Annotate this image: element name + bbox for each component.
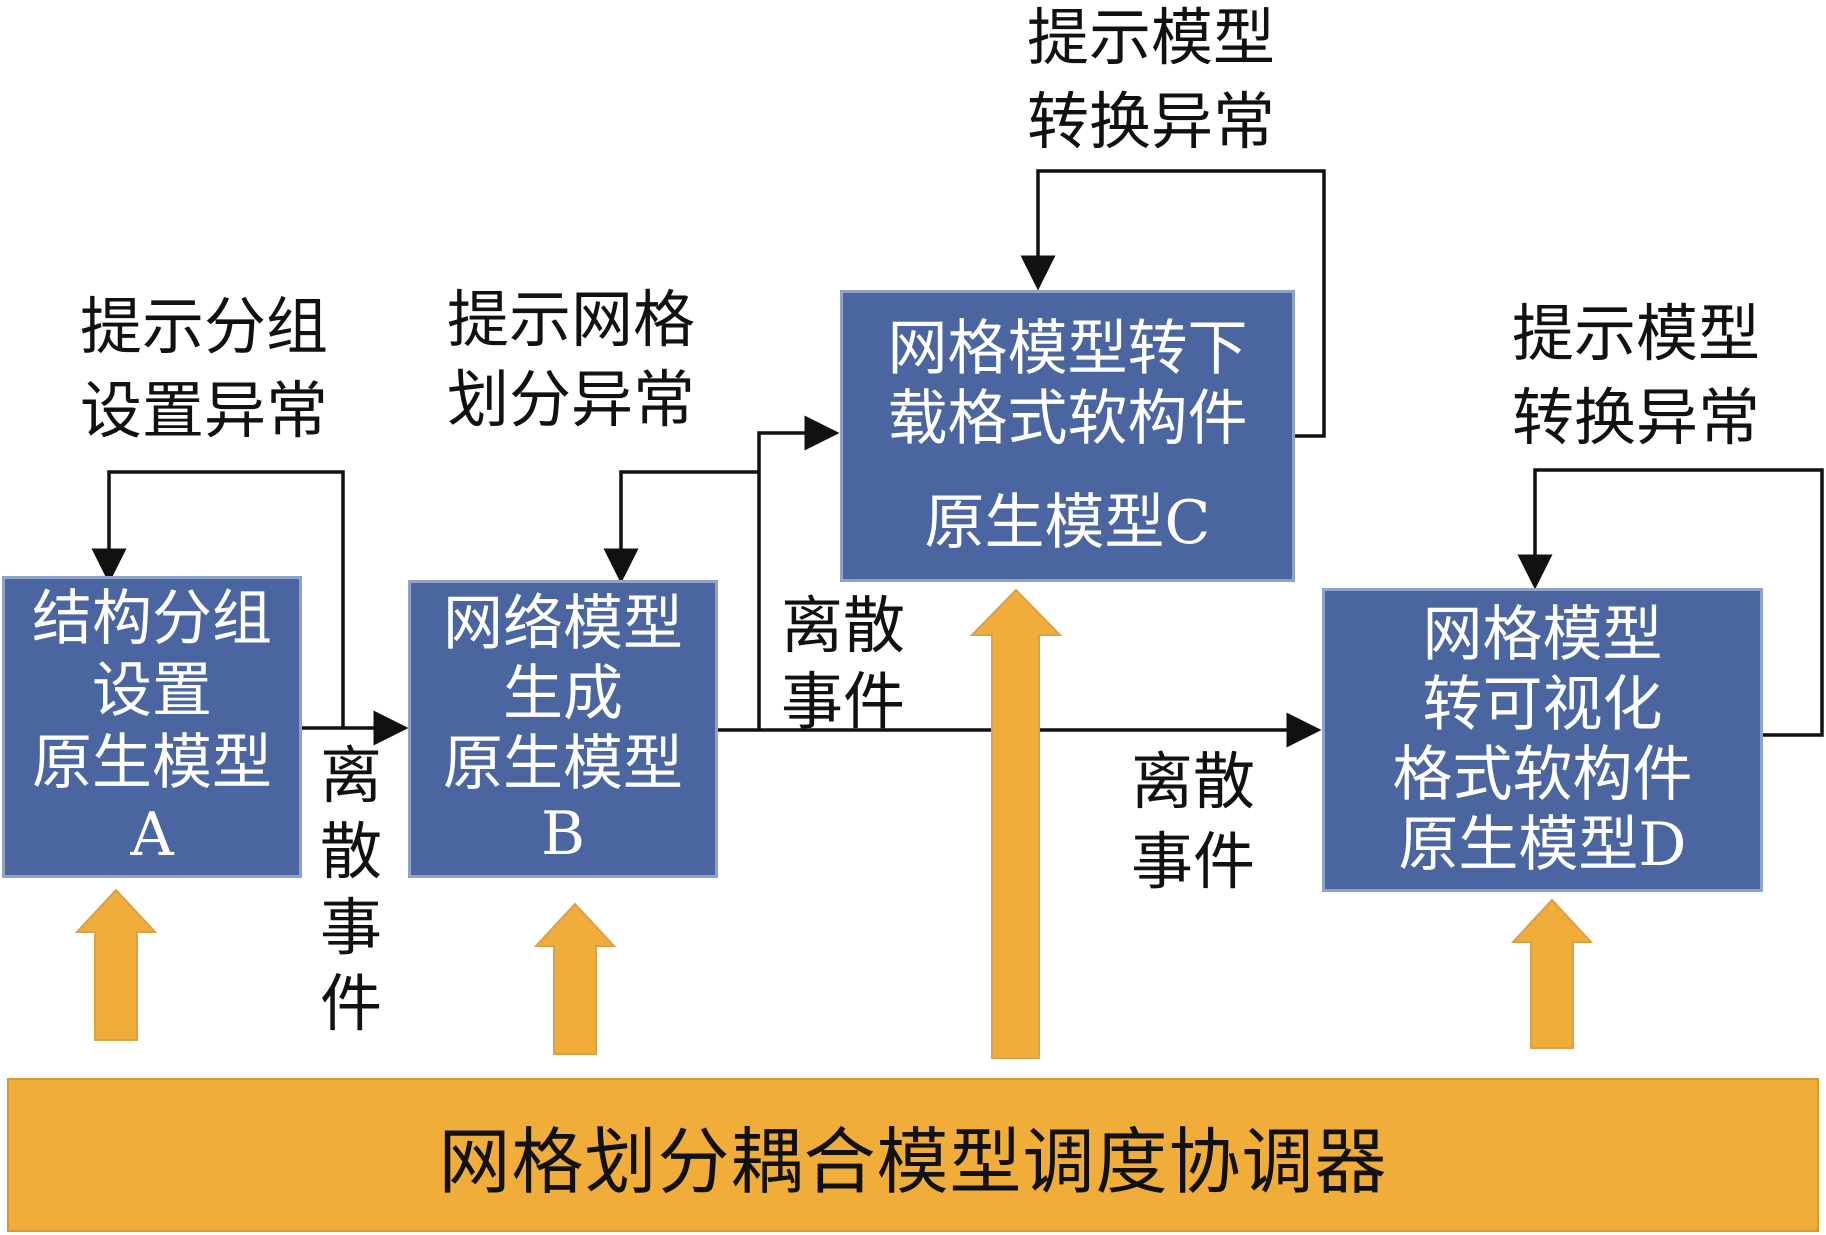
up-arrow-c — [969, 588, 1063, 1059]
box-b-line: B — [540, 799, 586, 869]
box-c-line: 网格模型转下 — [887, 314, 1248, 384]
box-d-line: 格式软构件 — [1392, 740, 1693, 810]
box-c-line: 载格式软构件 — [887, 384, 1248, 454]
event-label-bd: 离散 事件 — [1131, 745, 1256, 898]
box-a-line: 结构分组 — [32, 584, 272, 654]
box-b-line: 网络模型 — [443, 589, 683, 659]
feedback-label-a: 提示分组 设置异常 — [80, 290, 329, 447]
feedback-loop-a — [91, 470, 345, 728]
arrow-b-to-c — [757, 415, 840, 730]
coordinator-label: 网格划分耦合模型调度协调器 — [438, 1119, 1388, 1204]
box-d[interactable]: 网格模型 转可视化 格式软构件 原生模型D — [1322, 588, 1763, 892]
feedback-label-d: 提示模型 转换异常 — [1512, 297, 1761, 454]
box-b[interactable]: 网络模型 生成 原生模型 B — [408, 580, 718, 878]
feedback-loop-d — [1517, 468, 1824, 737]
box-d-line: 原生模型D — [1398, 810, 1687, 880]
box-c-line: 原生模型C — [924, 488, 1211, 558]
event-label-bc: 离散 事件 — [781, 589, 906, 738]
box-d-line: 转可视化 — [1422, 670, 1663, 740]
box-a[interactable]: 结构分组 设置 原生模型 A — [2, 576, 302, 878]
up-arrow-b — [533, 902, 617, 1055]
up-arrow-a — [74, 888, 158, 1041]
box-c[interactable]: 网格模型转下 载格式软构件 原生模型C — [840, 290, 1295, 582]
box-a-line: 设置 — [92, 656, 212, 726]
box-b-line: 原生模型 — [443, 729, 683, 799]
up-arrow-d — [1510, 898, 1594, 1049]
feedback-label-b: 提示网格 划分异常 — [447, 283, 696, 436]
box-d-line: 网格模型 — [1422, 600, 1663, 670]
box-a-line: A — [130, 800, 174, 870]
feedback-loop-c — [1020, 169, 1326, 438]
box-a-line: 原生模型 — [32, 728, 272, 798]
feedback-loop-b — [603, 470, 759, 584]
feedback-label-c: 提示模型 转换异常 — [1027, 1, 1276, 158]
box-b-line: 生成 — [503, 659, 623, 729]
event-label-ab: 离 散 事 件 — [320, 739, 383, 1040]
coordinator-bar[interactable]: 网格划分耦合模型调度协调器 — [7, 1078, 1819, 1232]
